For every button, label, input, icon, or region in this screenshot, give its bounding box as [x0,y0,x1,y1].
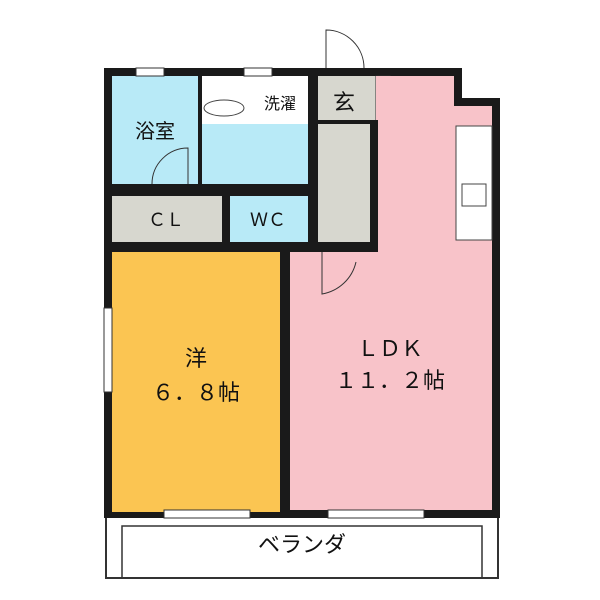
kitchen-counter [455,125,493,241]
wc-label: ＷＣ [250,210,286,231]
wall [222,196,230,242]
western-area: ６．８帖 [152,381,240,406]
bath-door [151,147,189,185]
washer-area [250,76,308,124]
hallway [318,120,370,242]
balcony-inner [121,525,483,579]
washroom [198,124,308,184]
wall [370,120,378,242]
balcony-label: ベランダ [258,533,346,558]
western-label: 洋 [185,347,207,372]
western-room [112,252,280,512]
wall [112,184,308,196]
window [103,307,113,393]
window [163,509,251,519]
wall [308,242,378,252]
entrance [318,76,376,120]
closet-label: ＣＬ [148,210,184,231]
ldk-label: ＬＤＫ [357,337,423,362]
window [327,509,425,519]
window [135,67,165,77]
bath-label: 浴室 [135,119,175,143]
sink [461,183,487,207]
entrance-door [325,29,365,69]
ldk-room [290,76,492,510]
wall [198,76,202,184]
vanity-sink [203,99,245,117]
bath-room [112,76,198,184]
closet [112,196,222,242]
entrance-label: 玄 [333,91,355,116]
ldk-area: １１．２帖 [335,369,445,394]
wall [112,242,308,252]
ldk-door [321,252,357,295]
wall [280,252,290,512]
wall [318,120,370,124]
washer-label: 洗濯 [264,94,296,113]
window [243,67,273,77]
wall [308,76,318,252]
wc-room [230,196,308,242]
